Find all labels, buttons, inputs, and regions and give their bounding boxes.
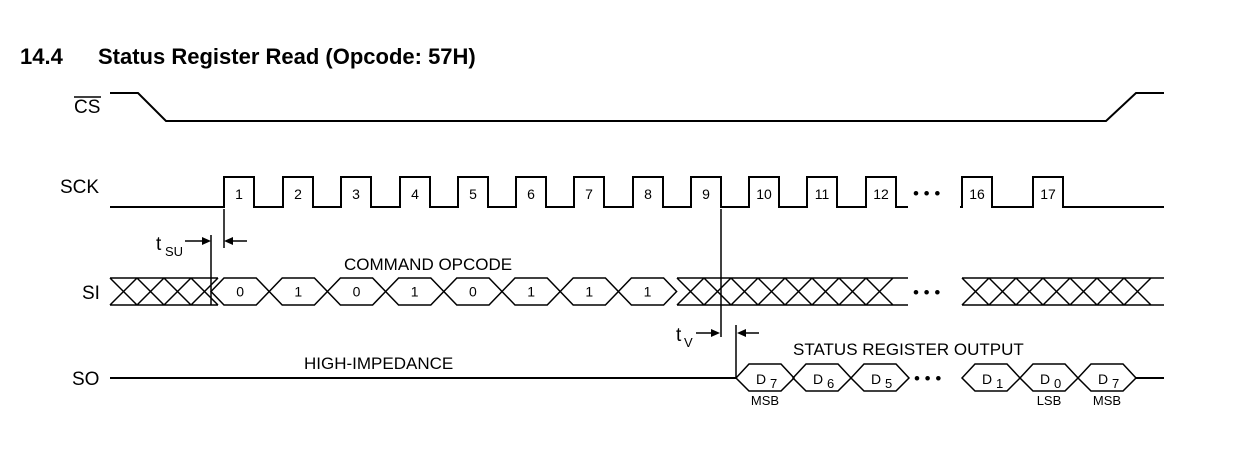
tsu-main: t	[156, 234, 162, 255]
section-number: 14.4	[20, 44, 64, 69]
so-bit-label: D	[1098, 371, 1108, 387]
so-bit-note: MSB	[751, 393, 779, 408]
sck-cycle-label: 16	[969, 186, 985, 202]
so-bit-subscript: 5	[885, 376, 892, 391]
si-dont-care-end	[961, 277, 1164, 306]
si-dont-care-start	[109, 277, 219, 306]
si-bit-value: 0	[353, 284, 361, 300]
sck-cycle-label: 5	[469, 186, 477, 202]
so-bit-label: D	[1040, 371, 1050, 387]
si-bit-cell	[617, 277, 678, 306]
so-caption: STATUS REGISTER OUTPUT	[793, 340, 1024, 359]
sck-cycle-label: 10	[756, 186, 772, 202]
cs-label: CS	[74, 97, 100, 118]
tv-main: t	[676, 325, 682, 346]
sck-cycle-label: 8	[644, 186, 652, 202]
tsu-sub: SU	[165, 244, 183, 259]
so-bit-label: D	[982, 371, 992, 387]
tsu-arrowhead-left	[202, 237, 211, 245]
si-waveform: 0 1 0 1 0 1 1 1	[109, 277, 1164, 306]
so-bit-note: MSB	[1093, 393, 1121, 408]
tsu-annotation: t SU	[156, 234, 247, 259]
section-title: Status Register Read (Opcode: 57H)	[98, 44, 476, 69]
so-bit-cell	[849, 363, 911, 392]
sck-cycle-label: 2	[294, 186, 302, 202]
si-bit-value: 0	[236, 284, 244, 300]
tv-arrowhead-left	[711, 329, 720, 337]
sck-cycle-label: 17	[1040, 186, 1056, 202]
sck-cycle-label: 11	[815, 186, 830, 202]
si-ellipsis: • • •	[913, 283, 940, 302]
si-bit-value: 1	[411, 284, 419, 300]
so-label: SO	[72, 369, 99, 390]
sck-cycle-label: 7	[585, 186, 593, 202]
tv-sub: V	[684, 335, 693, 350]
si-dont-care-mid	[676, 277, 908, 306]
si-bit-value: 1	[585, 284, 593, 300]
cs-waveform	[110, 92, 1164, 122]
so-bit-subscript: 1	[996, 376, 1003, 391]
sck-cycle-label: 6	[527, 186, 535, 202]
so-bit-subscript: 6	[827, 376, 834, 391]
so-bit-label: D	[871, 371, 881, 387]
so-bit-subscript: 7	[770, 376, 777, 391]
tv-annotation: t V	[676, 325, 759, 350]
sck-cycle-label: 4	[411, 186, 419, 202]
sck-label: SCK	[60, 177, 99, 198]
so-bit-label: D	[756, 371, 766, 387]
so-bit-note: LSB	[1037, 393, 1062, 408]
tv-arrowhead-right	[737, 329, 746, 337]
sck-cycle-label: 12	[873, 186, 889, 202]
sck-waveform	[110, 176, 1164, 208]
si-bit-value: 1	[527, 284, 535, 300]
sck-cycle-label: 3	[352, 186, 360, 202]
tsu-arrowhead-right	[224, 237, 233, 245]
so-high-z-label: HIGH-IMPEDANCE	[304, 354, 453, 373]
sck-cycle-label: 1	[235, 186, 243, 202]
si-bit-value: 0	[469, 284, 477, 300]
si-bit-value: 1	[294, 284, 302, 300]
so-bit-subscript: 0	[1054, 376, 1061, 391]
so-ellipsis: • • •	[914, 369, 941, 388]
so-bit-subscript: 7	[1112, 376, 1119, 391]
sck-ellipsis: • • •	[913, 184, 940, 203]
so-bit-label: D	[813, 371, 823, 387]
sck-cycle-label: 9	[702, 186, 710, 202]
si-bit-value: 1	[644, 284, 652, 300]
si-caption: COMMAND OPCODE	[344, 255, 512, 274]
si-label: SI	[82, 283, 100, 304]
